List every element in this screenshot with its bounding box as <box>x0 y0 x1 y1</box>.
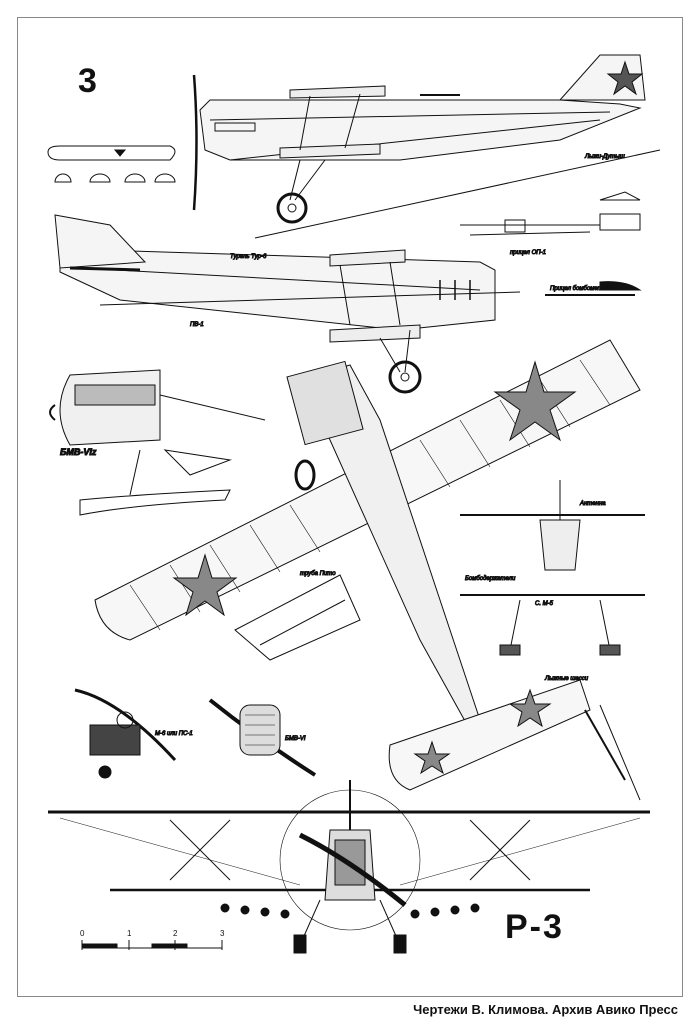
prop-m6: М-6 или ПС-1 <box>74 688 193 779</box>
bay-detail: труба Пито <box>234 571 361 661</box>
label-m6: М-6 или ПС-1 <box>155 731 193 737</box>
sheet-number: 3 <box>78 62 97 100</box>
label-mg: ПВ-1 <box>190 322 204 328</box>
scale-tick-2: 2 <box>173 929 178 938</box>
label-ski-shock: Лыжные шасси <box>544 676 589 682</box>
label-bmw: БМВ-VI <box>285 736 306 742</box>
strut-detail <box>584 704 641 801</box>
credit-line: Чертежи В. Климова. Архив Авико Пресс <box>413 1002 678 1017</box>
scale-tick-3: 3 <box>220 929 225 938</box>
label-antenna: Антенна <box>579 501 606 507</box>
label-sc: С. М-5 <box>535 601 554 607</box>
scale-tick-1: 1 <box>127 929 132 938</box>
gun-detail: прицел ОП-1 <box>460 191 641 257</box>
label-tube: труба Пито <box>300 571 336 577</box>
label-bmw-z: БМВ-VIz <box>60 447 97 457</box>
ski-details <box>47 145 176 183</box>
scale-tick-0: 0 <box>80 929 85 938</box>
label-bomb-sight: Прицел бомбометания <box>550 286 616 292</box>
label-skis-tail: Лыжи-Дутыш <box>584 154 625 160</box>
front-view <box>48 780 650 954</box>
scale-bar <box>81 940 223 950</box>
side-view-top: Лыжи-Дутыш <box>192 54 661 239</box>
front-view-detail: Антенна Бомбодержатели С. М-5 Лыжные шас… <box>460 480 645 683</box>
plan-view <box>94 339 641 791</box>
side-view-second: Турель Тур-6 ПВ-1 <box>54 214 521 394</box>
model-title: Р-3 <box>505 908 564 946</box>
label-gun-sight: прицел ОП-1 <box>510 250 546 256</box>
bomb-sight-detail: Прицел бомбометания <box>545 281 642 296</box>
prop-bmw: БМВ-VI <box>208 698 317 777</box>
label-turret: Турель Тур-6 <box>230 254 267 260</box>
label-bombholders: Бомбодержатели <box>465 576 516 582</box>
engine-cutaway: БМВ-VIz <box>49 369 266 516</box>
